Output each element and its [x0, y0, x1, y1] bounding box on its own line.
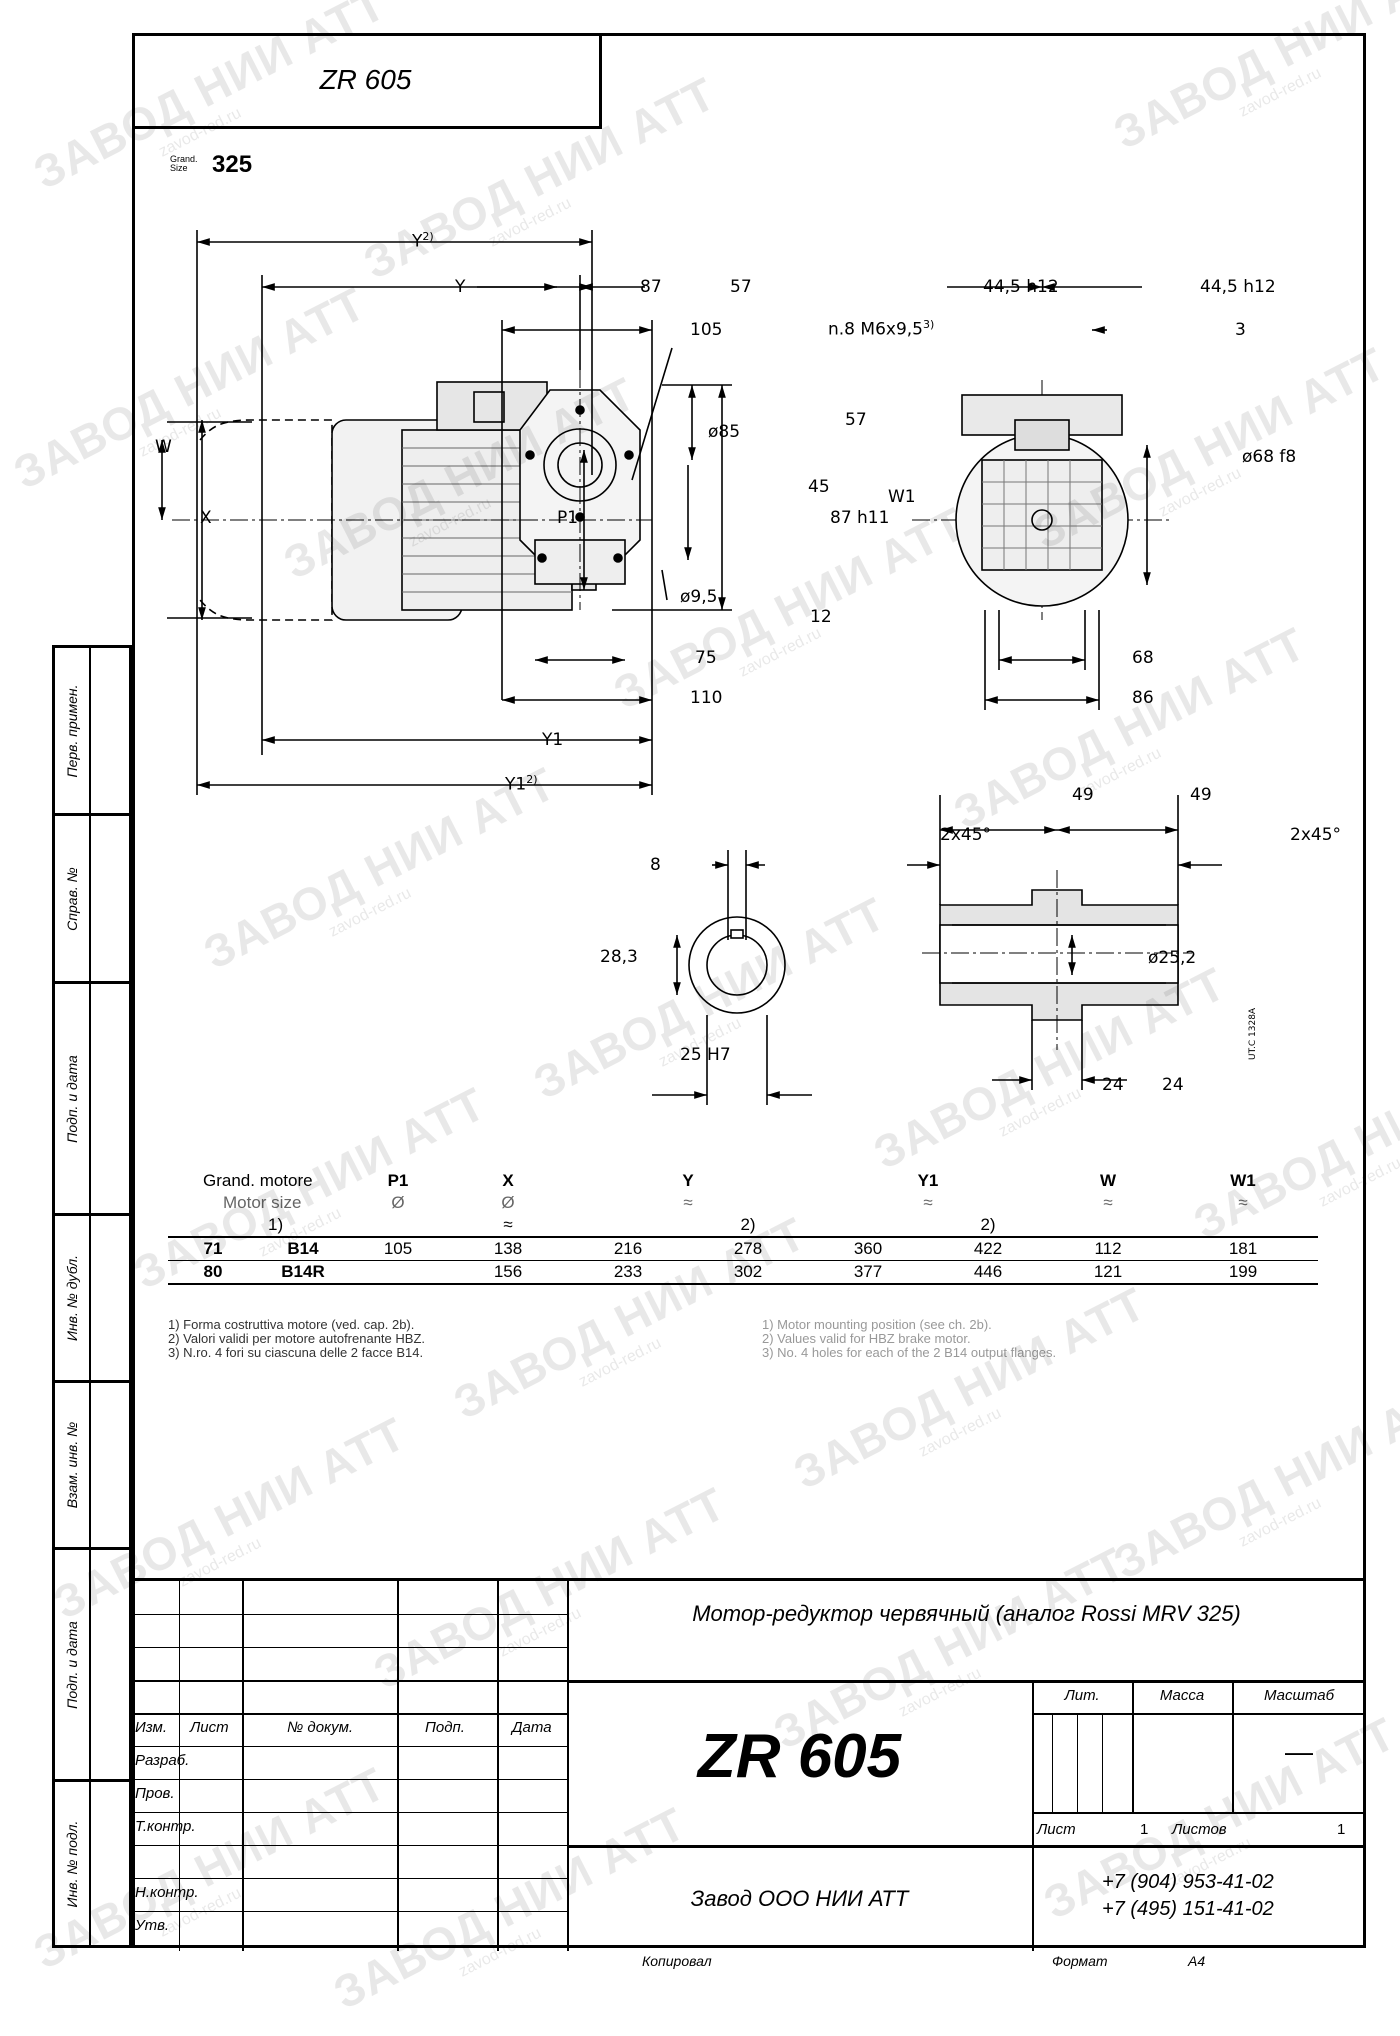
dim-110: 110 — [690, 688, 723, 708]
footer-copied: Копировал — [642, 1953, 712, 1969]
keyway-bore — [706, 934, 768, 996]
side-stamp-3: Подп. и дата — [52, 981, 132, 1213]
hdr-w1: W1 — [1230, 1171, 1256, 1190]
side-stamp-5: Взам. инв. № — [52, 1380, 132, 1547]
dim-45: 45 — [808, 477, 830, 497]
dim-8: 8 — [650, 855, 661, 875]
cable-gland — [473, 391, 505, 423]
hdr-y: Y — [682, 1171, 694, 1190]
dim-24-left: 24 — [1102, 1075, 1124, 1095]
spec-table: Grand. motore P1 X Y Y1 W W1 Motor size … — [168, 1170, 1318, 1285]
side-stamp-6: Подп. и дата — [52, 1547, 132, 1779]
hdr-w: W — [1099, 1171, 1117, 1190]
dim-25h7: 25 H7 — [680, 1045, 731, 1065]
dim-p1: P1 — [557, 508, 579, 528]
side-stamp-7: Инв. № подл. — [52, 1779, 132, 1948]
hdr-y1: Y1 — [917, 1171, 939, 1190]
doc-code-box: ZR 605 — [132, 33, 602, 129]
dim-445-left: 44,5 h12 — [983, 277, 1059, 297]
dim-445-right: 44,5 h12 — [1200, 277, 1276, 297]
doc-code: ZR 605 — [319, 63, 412, 95]
dim-105: 105 — [690, 320, 723, 340]
dim-57: 57 — [730, 277, 752, 297]
dim-49-right: 49 — [1190, 785, 1212, 805]
drawing-frame — [132, 33, 1366, 1948]
dim-283: 28,3 — [600, 947, 638, 967]
phone-2: +7 (495) 151-41-02 — [1102, 1898, 1274, 1920]
hdr-motor-en: Motor size — [223, 1193, 302, 1212]
dim-87h11: 87 h11 — [830, 508, 890, 528]
technical-drawing — [158, 230, 1222, 1105]
dim-phi68: ø68 f8 — [1242, 447, 1297, 467]
size-value: 325 — [212, 151, 253, 178]
dim-phi252: ø25,2 — [1148, 948, 1197, 968]
dim-w: W — [155, 437, 172, 457]
dim-chamfer-right: 2x45° — [1290, 825, 1342, 845]
drawing-title: Мотор-редуктор червячный (аналог Rossi M… — [692, 1601, 1241, 1626]
side-stamp-2: Справ. № — [52, 813, 132, 981]
drawing-ref: UT.C 1328A — [1248, 1007, 1258, 1060]
scale-value: — — [1285, 1736, 1313, 1767]
dim-24-right: 24 — [1162, 1075, 1184, 1095]
notes-english: 1) Motor mounting position (see ch. 2b).… — [762, 1317, 1057, 1360]
dim-49-left: 49 — [1072, 785, 1094, 805]
dim-y2: Y2) — [412, 230, 434, 252]
company-name: Завод ООО НИИ АТТ — [690, 1886, 909, 1911]
dim-phi95: ø9,5 — [680, 587, 718, 607]
title-block: Изм. Лист № докум. Подп. Дата Разраб. Пр… — [132, 1578, 1366, 1951]
dim-87: 87 — [640, 277, 662, 297]
dim-chamfer-left: 2x45° — [940, 825, 992, 845]
dim-68: 68 — [1132, 648, 1154, 668]
drawing-code: ZR 605 — [697, 1722, 902, 1791]
keyway-outer — [688, 916, 786, 1014]
phone-1: +7 (904) 953-41-02 — [1102, 1871, 1274, 1893]
dim-86: 86 — [1132, 688, 1154, 708]
footer-format-label: Формат — [1052, 1953, 1108, 1969]
hdr-p1: P1 — [387, 1171, 409, 1190]
notes-italian: 1) Forma costruttiva motore (ved. cap. 2… — [168, 1317, 425, 1360]
dim-x: X — [200, 508, 212, 528]
side-stamp-1: Перв. примен. — [52, 645, 132, 813]
dim-57v: 57 — [845, 410, 867, 430]
dim-75: 75 — [695, 648, 717, 668]
dim-phi85: ø85 — [708, 422, 741, 442]
side-stamp-4: Инв. № дубл. — [52, 1213, 132, 1380]
dim-12: 12 — [810, 607, 832, 627]
dim-3: 3 — [1235, 320, 1246, 340]
hdr-x: X — [502, 1171, 514, 1190]
dim-w1: W1 — [888, 487, 916, 507]
dim-holes: n.8 M6x9,53) — [828, 318, 935, 340]
dim-y1-2: Y12) — [505, 773, 538, 795]
dim-y: Y — [455, 277, 466, 297]
dim-y1: Y1 — [542, 730, 564, 750]
hdr-motor: Grand. motore — [203, 1171, 313, 1190]
footer-format-value: A4 — [1188, 1953, 1206, 1969]
